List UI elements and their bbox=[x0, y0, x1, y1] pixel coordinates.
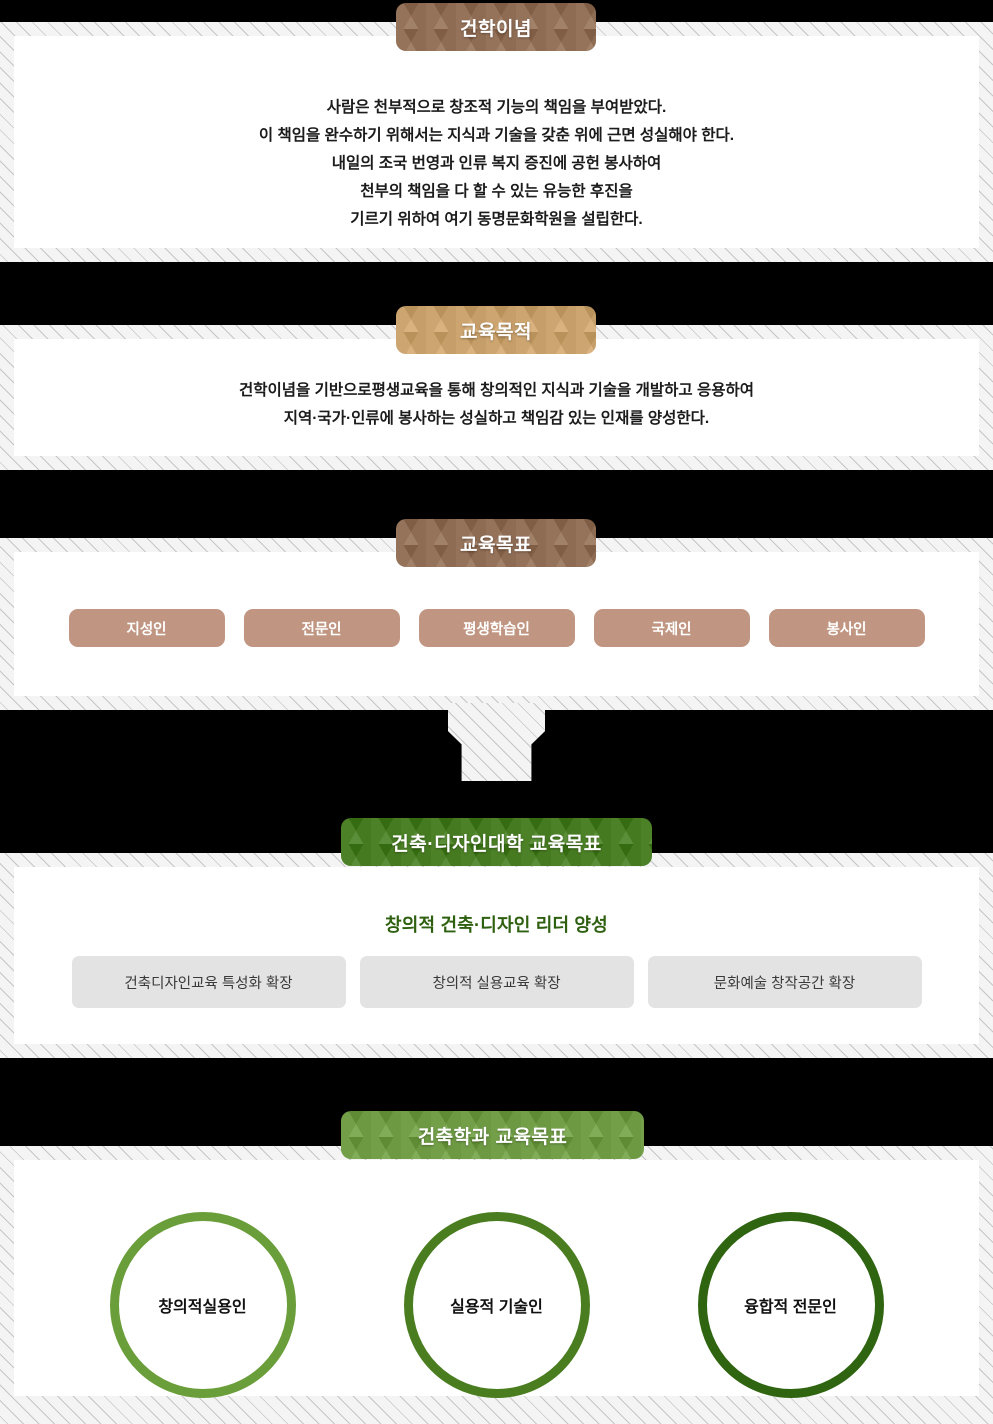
tab-education-purpose[interactable]: 교육목적 bbox=[396, 306, 596, 354]
text-line: 내일의 조국 번영과 인류 복지 증진에 공헌 봉사하여 bbox=[331, 155, 662, 172]
tab-college-goals[interactable]: 건축·디자인대학 교육목표 bbox=[341, 818, 652, 866]
college-goal-box[interactable]: 건축디자인교육 특성화 확장 bbox=[71, 956, 346, 1008]
goal-chip[interactable]: 국제인 bbox=[593, 609, 750, 647]
goal-chip[interactable]: 전문인 bbox=[243, 609, 400, 647]
education-goals-chip-row: 지성인 전문인 평생학습인 국제인 봉사인 bbox=[14, 609, 979, 647]
section-department-goals-frame: 창의적실용인 실용적 기술인 융합적 전문인 bbox=[0, 1146, 993, 1424]
founding-philosophy-text: 사람은 천부적으로 창조적 기능의 책임을 부여받았다. 이 책임을 완수하기 … bbox=[14, 94, 979, 234]
goal-chip[interactable]: 평생학습인 bbox=[418, 609, 575, 647]
text-line: 건학이념을 기반으로평생교육을 통해 창의적인 지식과 기술을 개발하고 응용하… bbox=[239, 382, 754, 399]
section-founding-philosophy-panel: 사람은 천부적으로 창조적 기능의 책임을 부여받았다. 이 책임을 완수하기 … bbox=[14, 36, 979, 248]
education-purpose-text: 건학이념을 기반으로평생교육을 통해 창의적인 지식과 기술을 개발하고 응용하… bbox=[14, 377, 979, 433]
tab-education-goals[interactable]: 교육목표 bbox=[396, 519, 596, 567]
text-line: 지역·국가·인류에 봉사하는 성실하고 책임감 있는 인재를 양성한다. bbox=[283, 410, 710, 427]
section-education-purpose-panel: 건학이념을 기반으로평생교육을 통해 창의적인 지식과 기술을 개발하고 응용하… bbox=[14, 339, 979, 456]
down-arrow-icon bbox=[448, 703, 545, 781]
department-goals-circle-row: 창의적실용인 실용적 기술인 융합적 전문인 bbox=[14, 1212, 979, 1398]
college-goal-box[interactable]: 창의적 실용교육 확장 bbox=[359, 956, 634, 1008]
tab-founding-philosophy[interactable]: 건학이념 bbox=[396, 3, 596, 51]
college-goals-box-row: 건축디자인교육 특성화 확장 창의적 실용교육 확장 문화예술 창작공간 확장 bbox=[14, 956, 979, 1008]
goal-chip[interactable]: 봉사인 bbox=[768, 609, 925, 647]
text-line: 사람은 천부적으로 창조적 기능의 책임을 부여받았다. bbox=[326, 99, 667, 116]
section-college-goals-frame: 창의적 건축·디자인 리더 양성 건축디자인교육 특성화 확장 창의적 실용교육… bbox=[0, 853, 993, 1058]
department-goal-circle[interactable]: 실용적 기술인 bbox=[403, 1212, 590, 1398]
college-goals-subtitle: 창의적 건축·디자인 리더 양성 bbox=[385, 915, 608, 935]
section-department-goals-panel: 창의적실용인 실용적 기술인 융합적 전문인 bbox=[14, 1160, 979, 1398]
section-college-goals-panel: 창의적 건축·디자인 리더 양성 건축디자인교육 특성화 확장 창의적 실용교육… bbox=[14, 867, 979, 1044]
section-education-goals-panel: 지성인 전문인 평생학습인 국제인 봉사인 bbox=[14, 552, 979, 696]
text-line: 이 책임을 완수하기 위해서는 지식과 기술을 갖춘 위에 근면 성실해야 한다… bbox=[258, 127, 735, 144]
text-line: 기르기 위하여 여기 동명문화학원을 설립한다. bbox=[350, 211, 643, 228]
section-founding-philosophy-frame: 사람은 천부적으로 창조적 기능의 책임을 부여받았다. 이 책임을 완수하기 … bbox=[0, 22, 993, 262]
department-goal-circle[interactable]: 창의적실용인 bbox=[109, 1212, 296, 1398]
college-goal-box[interactable]: 문화예술 창작공간 확장 bbox=[647, 956, 922, 1008]
department-goal-circle[interactable]: 융합적 전문인 bbox=[697, 1212, 884, 1398]
tab-department-goals[interactable]: 건축학과 교육목표 bbox=[341, 1111, 644, 1159]
goal-chip[interactable]: 지성인 bbox=[68, 609, 225, 647]
text-line: 천부의 책임을 다 할 수 있는 유능한 후진을 bbox=[360, 183, 633, 200]
